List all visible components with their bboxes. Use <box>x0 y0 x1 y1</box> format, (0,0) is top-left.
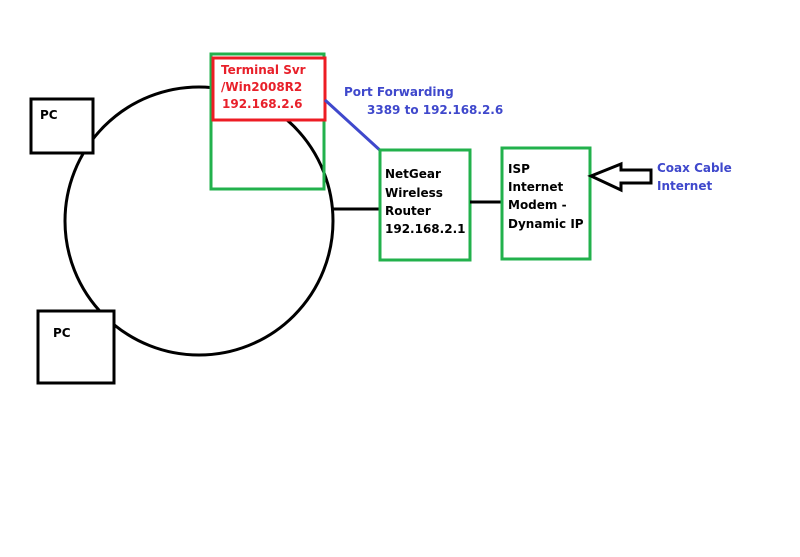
port-forwarding-line-1: Port Forwarding <box>344 85 454 99</box>
modem-line-4: Dynamic IP <box>508 217 584 231</box>
router-line-2: Wireless <box>385 186 443 200</box>
terminal-server-line-1: Terminal Svr <box>221 63 306 77</box>
coax-line-2: Internet <box>657 179 712 193</box>
pc-top-label: PC <box>40 108 58 122</box>
terminal-server-line-2: /Win2008R2 <box>221 80 302 94</box>
router-line-3: Router <box>385 204 431 218</box>
lan-ring <box>63 85 335 357</box>
coax-line-1: Coax Cable <box>657 161 732 175</box>
pc-top-box <box>29 97 95 155</box>
modem-line-1: ISP <box>508 162 530 176</box>
router-box <box>378 148 472 262</box>
router-line-1: NetGear <box>385 167 441 181</box>
router-line-4: 192.168.2.1 <box>385 222 465 236</box>
coax-arrow-icon <box>587 161 653 193</box>
modem-line-2: Internet <box>508 180 563 194</box>
modem-line-3: Modem - <box>508 198 567 212</box>
pc-bottom-box <box>36 309 116 385</box>
port-forwarding-line-2: 3389 to 192.168.2.6 <box>367 103 503 117</box>
modem-box <box>500 146 592 261</box>
terminal-server-inner-box <box>211 56 327 122</box>
pc-bottom-label: PC <box>53 326 71 340</box>
terminal-server-line-3: 192.168.2.6 <box>222 97 302 111</box>
port-forwarding-line <box>323 98 385 155</box>
